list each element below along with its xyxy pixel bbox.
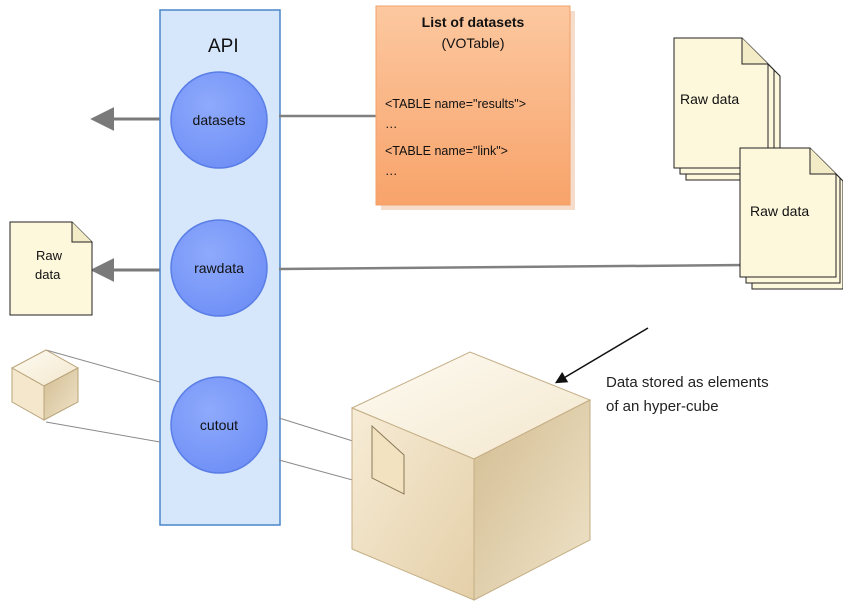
cutout-projection-line xyxy=(45,421,161,443)
cutout-projection-line xyxy=(45,349,161,383)
raw-data-output-label-line2: data xyxy=(35,267,61,282)
hypercube-caption-line2: of an hyper-cube xyxy=(606,398,719,415)
votable-line: … xyxy=(385,164,398,178)
endpoint-cutout[interactable]: cutout xyxy=(170,376,268,474)
votable-line: <TABLE name="link"> xyxy=(385,144,508,158)
cutout-small-cube xyxy=(10,349,80,421)
hypercube-pointer-arrow xyxy=(554,327,649,384)
endpoint-rawdata[interactable]: rawdata xyxy=(170,219,268,317)
raw-data-stack-top-label: Raw data xyxy=(680,91,739,107)
hypercube xyxy=(350,351,592,601)
endpoint-datasets-label: datasets xyxy=(193,112,246,128)
endpoint-cutout-label: cutout xyxy=(200,417,238,433)
endpoint-rawdata-label: rawdata xyxy=(194,260,244,276)
hypercube-cutout-region xyxy=(371,424,405,495)
votable-line: … xyxy=(385,117,398,131)
raw-data-output-label-line1: Raw xyxy=(36,248,63,263)
api-title: API xyxy=(208,36,239,57)
votable-line: <TABLE name="results"> xyxy=(385,97,526,111)
votable-box: List of datasets (VOTable) <TABLE name="… xyxy=(375,5,575,210)
raw-data-stack-bottom: Raw data xyxy=(739,147,843,290)
votable-title: List of datasets xyxy=(422,14,525,30)
votable-subtitle: (VOTable) xyxy=(441,35,504,51)
rawstack-to-rawdata-connector xyxy=(278,263,746,271)
endpoint-datasets[interactable]: datasets xyxy=(170,71,268,169)
raw-data-stack-bottom-label: Raw data xyxy=(750,203,809,219)
hypercube-caption-line1: Data stored as elements xyxy=(606,374,769,391)
raw-data-output-document: Raw data xyxy=(9,221,93,316)
